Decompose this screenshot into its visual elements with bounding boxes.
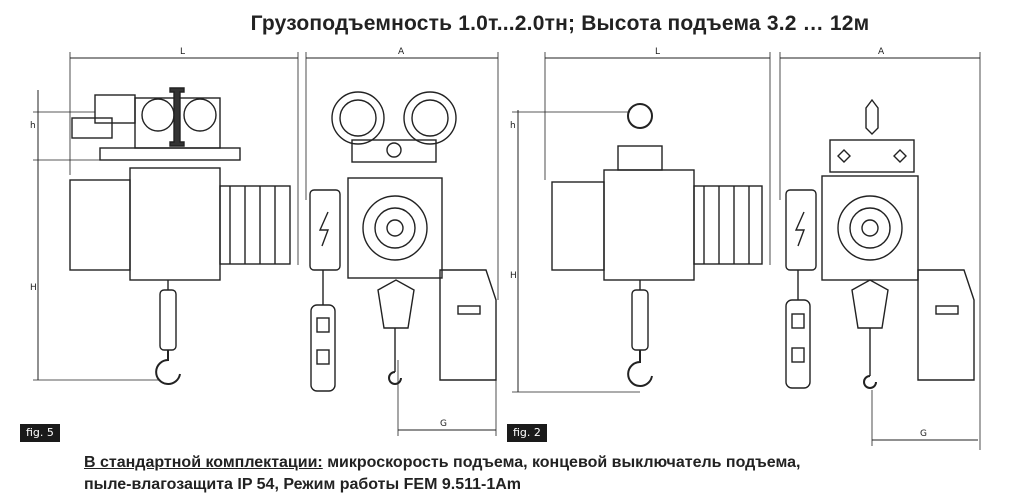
fig2-dim-L: L	[655, 47, 660, 57]
fig5-dim-A: A	[398, 47, 405, 57]
fig5-dim-H: H	[30, 283, 37, 293]
caption-lead: В стандартной комплектации:	[84, 454, 323, 471]
caption-line1: микроскорость подъема, концевой выключат…	[322, 454, 801, 471]
fig2-dim-H: H	[510, 271, 517, 281]
fig2-front-view	[779, 52, 981, 450]
fig5-side-view	[33, 52, 299, 385]
fig2-dim-A: A	[878, 47, 885, 57]
caption-line2: пыле-влагозащита IP 54, Режим работы FEM…	[84, 476, 522, 493]
fig2-label: fig. 2	[507, 424, 547, 442]
fig2-dim-h: h	[510, 121, 516, 131]
fig5-front-view	[305, 52, 499, 436]
page-title: Грузоподъемность 1.0т...2.0тн; Высота по…	[250, 12, 870, 35]
fig5-dim-G: G	[440, 419, 447, 429]
caption: В стандартной комплектации: микроскорост…	[84, 452, 1014, 496]
fig5-dim-L: L	[180, 47, 185, 57]
fig5-dim-h: h	[30, 121, 36, 131]
fig2-side-view	[512, 52, 771, 393]
fig5-label: fig. 5	[20, 424, 60, 442]
fig2-dim-G: G	[920, 429, 927, 439]
